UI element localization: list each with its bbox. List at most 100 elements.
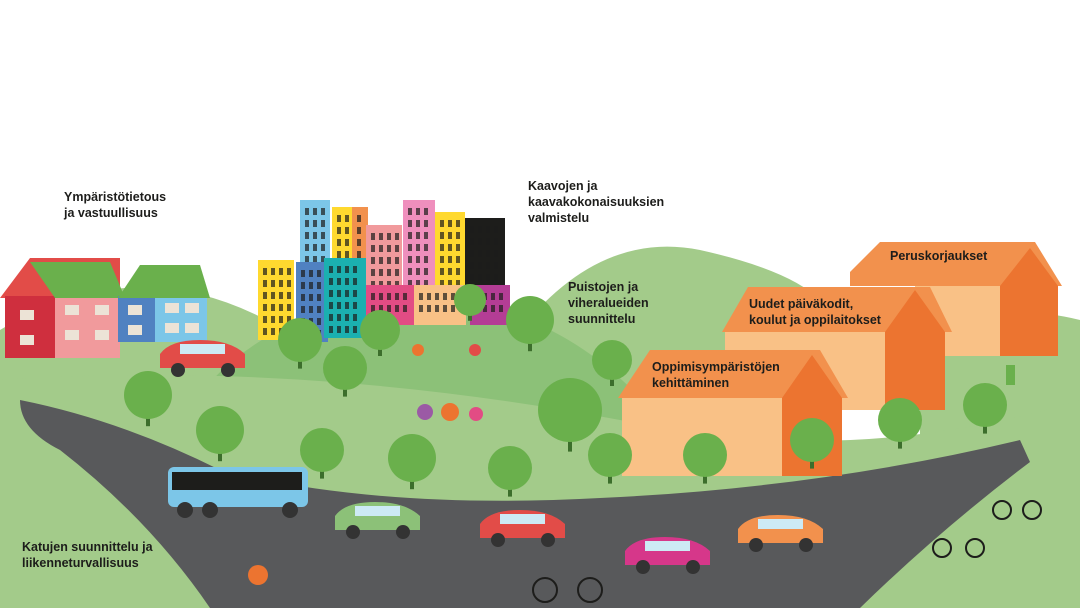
tree-icon bbox=[506, 296, 554, 344]
tower-window bbox=[443, 305, 447, 312]
car-wheel bbox=[346, 525, 360, 539]
tower-window bbox=[345, 266, 349, 273]
tree-icon bbox=[538, 378, 602, 442]
tower-window bbox=[491, 305, 495, 312]
tower-window bbox=[357, 239, 361, 246]
tower-window bbox=[357, 215, 361, 222]
tower-window bbox=[470, 262, 474, 269]
tower-window bbox=[424, 256, 428, 263]
tower-window bbox=[353, 290, 357, 297]
car-wheel bbox=[636, 560, 650, 574]
tower-window bbox=[478, 238, 482, 245]
tree-icon bbox=[488, 446, 532, 490]
tower-window bbox=[345, 227, 349, 234]
tower-window bbox=[279, 280, 283, 287]
tower-window bbox=[424, 232, 428, 239]
tower-window bbox=[395, 233, 399, 240]
tower-window bbox=[309, 306, 313, 313]
tower-window bbox=[408, 280, 412, 287]
tower-window bbox=[357, 251, 361, 258]
tower-window bbox=[440, 256, 444, 263]
tower-window bbox=[387, 233, 391, 240]
tower-window bbox=[337, 239, 341, 246]
car-window bbox=[180, 344, 225, 354]
tower-window bbox=[403, 293, 407, 300]
tower-window bbox=[379, 233, 383, 240]
tower-window bbox=[305, 244, 309, 251]
tower-window bbox=[345, 290, 349, 297]
label-streets: Katujen suunnittelu ja liikenneturvallis… bbox=[22, 540, 153, 570]
tower-window bbox=[263, 280, 267, 287]
tower-window bbox=[448, 256, 452, 263]
tower-window bbox=[440, 244, 444, 251]
tower-window bbox=[395, 281, 399, 288]
tower-window bbox=[279, 304, 283, 311]
tower-window bbox=[371, 305, 375, 312]
tower-window bbox=[379, 305, 383, 312]
tree-icon bbox=[323, 346, 367, 390]
tower-window bbox=[448, 220, 452, 227]
tower-window bbox=[287, 280, 291, 287]
tower-window bbox=[271, 328, 275, 335]
tower-window bbox=[470, 250, 474, 257]
tower-window bbox=[301, 306, 305, 313]
tower-window bbox=[440, 232, 444, 239]
tower-window bbox=[313, 232, 317, 239]
tower-window bbox=[408, 232, 412, 239]
tower-window bbox=[345, 215, 349, 222]
tower-window bbox=[387, 257, 391, 264]
tower-window bbox=[395, 305, 399, 312]
tower-window bbox=[403, 305, 407, 312]
tower-window bbox=[456, 220, 460, 227]
tower-window bbox=[371, 233, 375, 240]
tower-window bbox=[408, 256, 412, 263]
tower-window bbox=[305, 220, 309, 227]
tree-icon bbox=[592, 340, 632, 380]
tree-icon bbox=[124, 371, 172, 419]
tree-icon bbox=[300, 428, 344, 472]
car-wheel bbox=[171, 363, 185, 377]
car-wheel bbox=[396, 525, 410, 539]
tower-window bbox=[305, 208, 309, 215]
tree-icon bbox=[388, 434, 436, 482]
tree-icon bbox=[278, 318, 322, 362]
label-renovations: Peruskorjaukset bbox=[890, 249, 988, 263]
tower-window bbox=[329, 314, 333, 321]
tower-window bbox=[379, 257, 383, 264]
tree-icon bbox=[454, 284, 486, 316]
tower-window bbox=[345, 251, 349, 258]
tower-window bbox=[317, 270, 321, 277]
tower-window bbox=[416, 244, 420, 251]
tower-window bbox=[494, 226, 498, 233]
tower-window bbox=[387, 245, 391, 252]
tower-window bbox=[499, 305, 503, 312]
tree-icon bbox=[963, 383, 1007, 427]
tower-window bbox=[448, 232, 452, 239]
label-learning-environments: Oppimisympäristöjen kehittäminen bbox=[652, 360, 780, 390]
tower-window bbox=[387, 293, 391, 300]
tower-window bbox=[416, 280, 420, 287]
tower-window bbox=[313, 256, 317, 263]
tree-icon bbox=[790, 418, 834, 462]
tower-window bbox=[440, 280, 444, 287]
label-new-buildings: Uudet päiväkodit, koulut ja oppilaitokse… bbox=[749, 297, 881, 327]
window bbox=[185, 303, 199, 313]
tower-window bbox=[287, 304, 291, 311]
tower-window bbox=[483, 305, 487, 312]
tower-window bbox=[317, 306, 321, 313]
tower-window bbox=[353, 278, 357, 285]
tower-window bbox=[321, 232, 325, 239]
tower-window bbox=[321, 220, 325, 227]
car-window bbox=[758, 519, 803, 529]
car-window bbox=[500, 514, 545, 524]
window bbox=[128, 325, 142, 335]
tower-window bbox=[305, 256, 309, 263]
tower-window bbox=[470, 226, 474, 233]
tower-window bbox=[387, 305, 391, 312]
tower-window bbox=[494, 274, 498, 281]
tower-window bbox=[478, 250, 482, 257]
tower-window bbox=[419, 293, 423, 300]
tower-window bbox=[448, 280, 452, 287]
